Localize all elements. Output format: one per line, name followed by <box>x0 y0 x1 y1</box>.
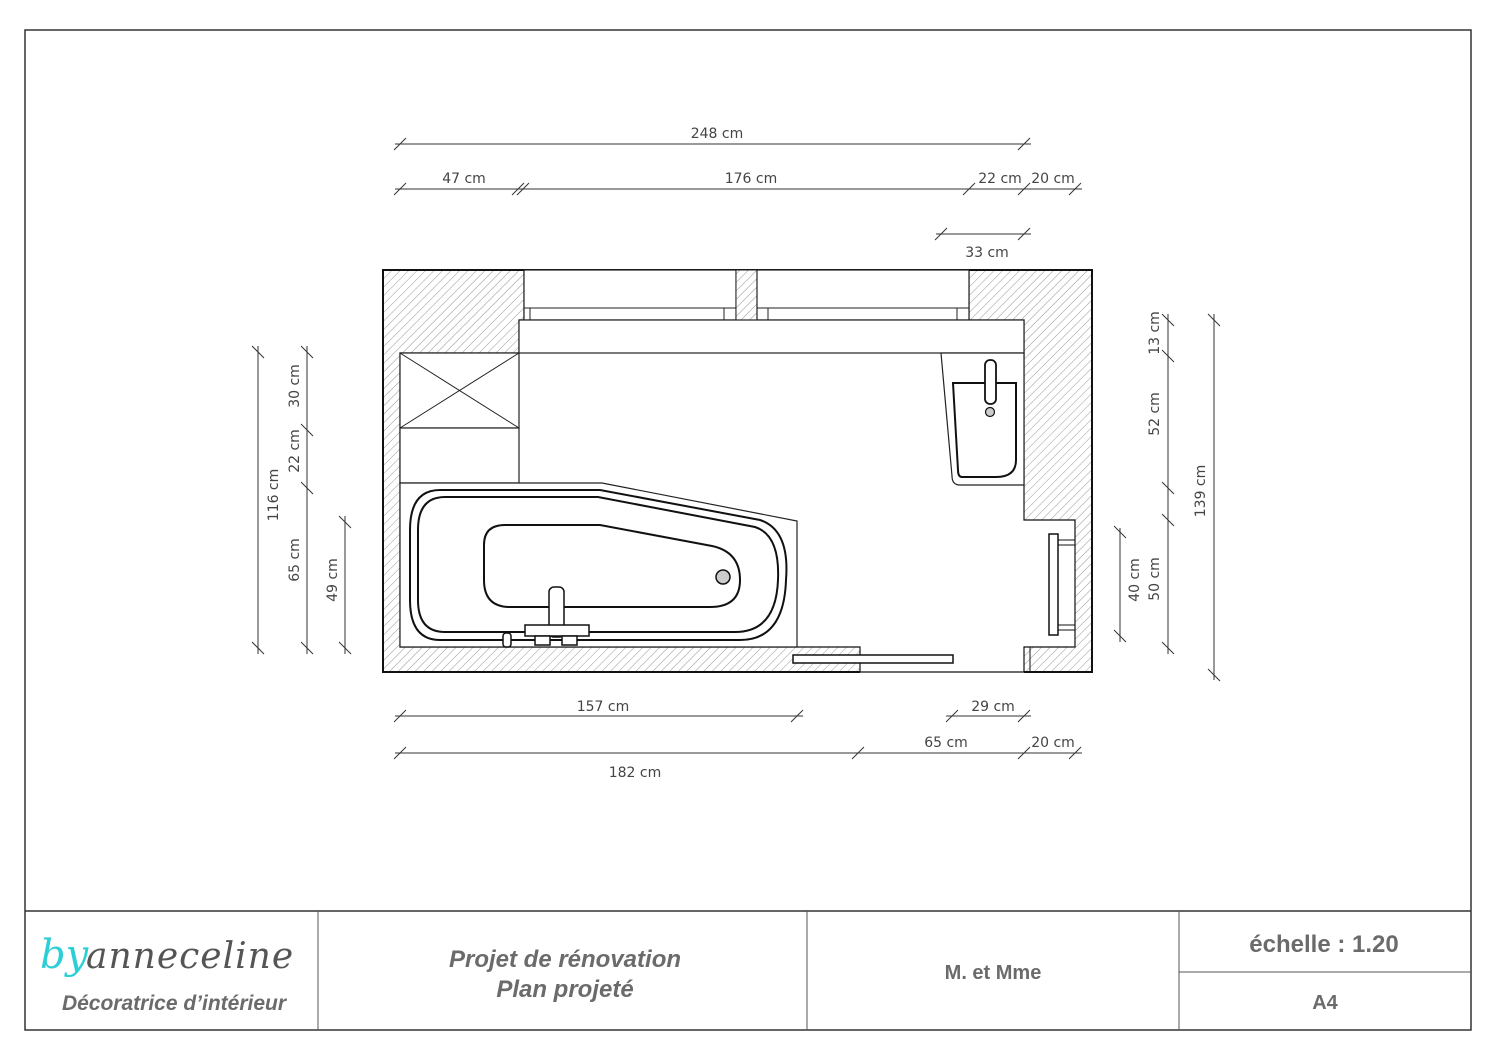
dimension-tick <box>1161 313 1175 327</box>
dim-right-d: 40 cm <box>1127 558 1143 602</box>
dim-left-b: 22 cm <box>287 429 303 473</box>
dimension-tick <box>251 345 265 359</box>
dimension-tick <box>1113 525 1127 539</box>
dim-bottom-a: 157 cm <box>577 699 630 715</box>
scale-label: échelle : 1.20 <box>1249 931 1398 958</box>
dimension-tick <box>1161 349 1175 363</box>
dimension-tick <box>251 641 265 655</box>
dimension-tick <box>1017 746 1031 760</box>
project-title: Projet de rénovation <box>449 946 681 973</box>
vanity-worktop <box>518 319 1025 354</box>
plan-title: Plan projeté <box>496 976 633 1003</box>
dimension-tick <box>516 182 530 196</box>
dimension-tick <box>300 345 314 359</box>
dim-top-e: 33 cm <box>965 245 1009 261</box>
dimension-tick <box>1068 746 1082 760</box>
dimension-tick <box>338 641 352 655</box>
dimension-tick <box>1161 481 1175 495</box>
dimension-tick <box>393 137 407 151</box>
radiator <box>1048 533 1075 636</box>
dimension-tick <box>511 182 525 196</box>
dim-left-c: 65 cm <box>287 538 303 582</box>
dimension-tick <box>300 641 314 655</box>
storage-unit <box>399 352 520 484</box>
bathtub <box>399 482 798 648</box>
dim-top-a: 47 cm <box>442 171 486 187</box>
svg-text:by: by <box>40 932 90 978</box>
sheet-border <box>24 29 1472 1031</box>
dimension-tick <box>1017 709 1031 723</box>
client-name: M. et Mme <box>945 962 1042 984</box>
dimension-tick <box>1068 182 1082 196</box>
svg-text:anneceline: anneceline <box>86 936 294 977</box>
paper-format: A4 <box>1312 992 1338 1014</box>
dimension-tick <box>1161 641 1175 655</box>
dimension-tick <box>945 709 959 723</box>
drain-icon <box>715 569 731 585</box>
dimension-tick <box>393 182 407 196</box>
dim-top-d: 20 cm <box>1031 171 1075 187</box>
dimension-tick <box>962 182 976 196</box>
dim-right-total: 139 cm <box>1193 465 1209 518</box>
dimension-tick <box>1017 182 1031 196</box>
basin-tap <box>984 359 997 405</box>
dimension-tick <box>1017 227 1031 241</box>
dimension-tick <box>300 481 314 495</box>
dim-bottom-c: 182 cm <box>609 765 662 781</box>
title-block: by anneceline Décoratrice d’intérieur Pr… <box>25 910 1471 1030</box>
dim-bottom-e: 20 cm <box>1031 735 1075 751</box>
dimension-tick <box>1207 313 1221 327</box>
dim-right-a: 13 cm <box>1147 311 1163 355</box>
dimension-tick <box>934 227 948 241</box>
dimension-tick <box>1113 629 1127 643</box>
dimension-tick <box>1207 668 1221 682</box>
dim-top-total: 248 cm <box>691 126 744 142</box>
windows <box>523 269 970 321</box>
dimension-tick <box>338 515 352 529</box>
dim-right-c: 50 cm <box>1147 557 1163 601</box>
dimension-tick <box>851 746 865 760</box>
dimension-tick <box>393 746 407 760</box>
dimension-lines <box>251 137 1221 760</box>
designer-subtitle: Décoratrice d’intérieur <box>62 992 288 1015</box>
dimension-tick <box>1017 137 1031 151</box>
dimension-tick <box>300 423 314 437</box>
dim-left-total: 116 cm <box>266 469 282 522</box>
brand-logo: by anneceline <box>40 932 294 978</box>
dimension-labels: 248 cm 47 cm 176 cm 22 cm 20 cm 33 cm 11… <box>266 126 1209 781</box>
dim-right-b: 52 cm <box>1147 392 1163 436</box>
dim-top-b: 176 cm <box>725 171 778 187</box>
sliding-door <box>792 654 954 664</box>
dimension-tick <box>393 709 407 723</box>
dimension-tick <box>1161 513 1175 527</box>
dim-bottom-b: 29 cm <box>971 699 1015 715</box>
washbasin <box>940 352 1025 486</box>
dim-top-c: 22 cm <box>978 171 1022 187</box>
dimension-tick <box>790 709 804 723</box>
dim-left-a: 30 cm <box>287 364 303 408</box>
dim-left-d: 49 cm <box>325 558 341 602</box>
dim-bottom-d: 65 cm <box>924 735 968 751</box>
